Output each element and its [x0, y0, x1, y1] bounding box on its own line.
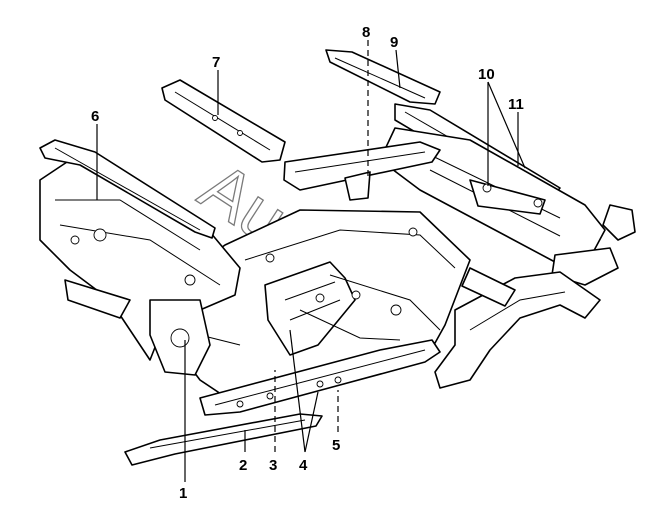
callout-11: 11: [508, 96, 524, 113]
callout-6: 6: [91, 108, 99, 125]
front-firewall-part: [39, 159, 241, 376]
rear-floor-pan-part: [379, 127, 636, 286]
front-sill-part: [199, 339, 441, 416]
cross-member-part-7: [161, 79, 286, 163]
callout-5: 5: [332, 437, 340, 454]
right-rear-sill: [434, 267, 601, 389]
callout-8: 8: [362, 24, 370, 41]
leader-lines: [96, 40, 526, 482]
middle-cross-member: [283, 141, 441, 201]
callout-4: 4: [299, 457, 308, 474]
callout-9: 9: [390, 34, 398, 51]
callout-7: 7: [212, 54, 220, 71]
lower-sill-reinforcement: [124, 413, 323, 466]
callout-1: 1: [179, 485, 187, 502]
cowl-bar-part-6: [39, 139, 216, 239]
callout-labels: 1 2 3 4 5 6 7 8 9 10 11: [91, 24, 524, 502]
callout-2: 2: [239, 457, 247, 474]
callout-10: 10: [478, 66, 495, 83]
callout-3: 3: [269, 457, 277, 474]
